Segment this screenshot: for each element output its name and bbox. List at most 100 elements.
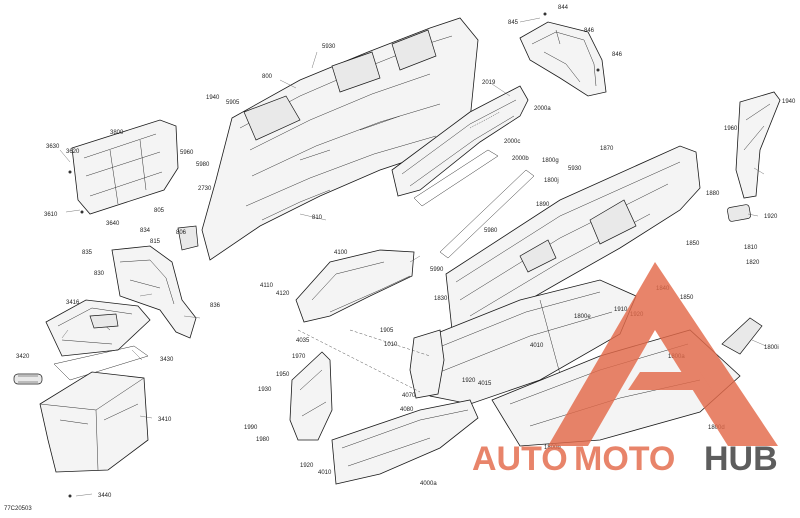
callout-835: 835 bbox=[82, 250, 93, 256]
callout-4010: 4010 bbox=[530, 343, 544, 349]
callout-3440: 3440 bbox=[98, 493, 112, 499]
callout-4070: 4070 bbox=[402, 393, 416, 399]
callout-845: 845 bbox=[508, 20, 519, 26]
callout-1880: 1880 bbox=[706, 191, 720, 197]
callout-1810: 1810 bbox=[744, 245, 758, 251]
guide-lines bbox=[183, 315, 431, 393]
callout-3430: 3430 bbox=[160, 357, 174, 363]
callout-4100: 4100 bbox=[334, 250, 348, 256]
callout-1820: 1820 bbox=[746, 260, 760, 266]
callout-1850: 1850 bbox=[680, 295, 694, 301]
leader-lines bbox=[59, 17, 767, 497]
callout-3610: 3610 bbox=[44, 212, 58, 218]
callout-1850: 1850 bbox=[686, 241, 700, 247]
callout-5980: 5980 bbox=[196, 162, 210, 168]
callout-2000b: 2000b bbox=[512, 156, 529, 162]
callout-5960: 5960 bbox=[180, 150, 194, 156]
gasket-2000c bbox=[413, 149, 499, 207]
callout-2000a: 2000a bbox=[534, 106, 551, 112]
callout-1800i: 1800i bbox=[764, 345, 779, 351]
side-bracket-830 bbox=[111, 225, 199, 339]
callout-4010: 4010 bbox=[318, 470, 332, 476]
callout-806: 806 bbox=[176, 230, 187, 236]
callout-1940: 1940 bbox=[782, 99, 796, 105]
callout-3640: 3640 bbox=[106, 221, 120, 227]
callout-815: 815 bbox=[150, 239, 161, 245]
callout-1800b: 1800b bbox=[544, 445, 561, 451]
callout-4035: 4035 bbox=[296, 338, 310, 344]
glovebox-bin-3410 bbox=[39, 371, 149, 498]
callout-846: 846 bbox=[612, 52, 623, 58]
callout-830: 830 bbox=[94, 271, 105, 277]
glovebox-lid-panel-3800 bbox=[68, 119, 179, 215]
glovebox-lid-3416 bbox=[45, 299, 151, 357]
callout-846: 846 bbox=[584, 28, 595, 34]
callout-805: 805 bbox=[154, 208, 165, 214]
callout-844: 844 bbox=[558, 5, 569, 11]
callout-3420: 3420 bbox=[16, 354, 30, 360]
callout-1800e: 1800e bbox=[574, 314, 591, 320]
watermark-moto: MOTO bbox=[574, 440, 675, 478]
callout-1950: 1950 bbox=[276, 372, 290, 378]
callout-1010: 1010 bbox=[384, 342, 398, 348]
callout-5930: 5930 bbox=[568, 166, 582, 172]
callout-800: 800 bbox=[262, 74, 273, 80]
callout-1920: 1920 bbox=[764, 214, 778, 220]
callout-1970: 1970 bbox=[292, 354, 306, 360]
callout-1920: 1920 bbox=[462, 378, 476, 384]
glovebox-latch-3420 bbox=[13, 373, 43, 385]
callout-1980: 1980 bbox=[256, 437, 270, 443]
diagram-code: 77C20503 bbox=[4, 506, 32, 512]
callout-834: 834 bbox=[140, 228, 151, 234]
watermark-auto: AUTO bbox=[472, 440, 568, 478]
upper-right-bracket bbox=[519, 12, 607, 97]
callout-1930: 1930 bbox=[258, 387, 272, 393]
callout-5990: 5990 bbox=[430, 267, 444, 273]
callout-4000a: 4000a bbox=[420, 481, 437, 487]
glovebox-seal-3430 bbox=[53, 345, 149, 381]
callout-2000c: 2000c bbox=[504, 139, 520, 145]
callout-3416: 3416 bbox=[66, 300, 80, 306]
callout-3410: 3410 bbox=[158, 417, 172, 423]
callout-1940: 1940 bbox=[206, 95, 220, 101]
callout-1890: 1890 bbox=[536, 202, 550, 208]
callout-1870: 1870 bbox=[600, 146, 614, 152]
callout-1800g: 1800g bbox=[542, 158, 559, 164]
callout-5980: 5980 bbox=[484, 228, 498, 234]
callout-3630: 3630 bbox=[46, 144, 60, 150]
callout-4120: 4120 bbox=[276, 291, 290, 297]
callout-2730: 2730 bbox=[198, 186, 212, 192]
callout-3800: 3800 bbox=[110, 130, 124, 136]
callout-1920: 1920 bbox=[300, 463, 314, 469]
callout-1800d: 1800d bbox=[708, 425, 725, 431]
callout-4015: 4015 bbox=[478, 381, 492, 387]
air-duct-4100 bbox=[295, 249, 415, 323]
callout-1960: 1960 bbox=[724, 126, 738, 132]
callout-810: 810 bbox=[312, 215, 323, 221]
callout-2019: 2019 bbox=[482, 80, 496, 86]
storage-frame-2000a bbox=[391, 85, 529, 197]
callout-836: 836 bbox=[210, 303, 221, 309]
watermark-hub: HUB bbox=[704, 440, 778, 478]
gasket-1800g bbox=[439, 169, 535, 259]
right-clip-1800e bbox=[721, 317, 763, 355]
callout-1830: 1830 bbox=[434, 296, 448, 302]
callout-3620: 3620 bbox=[66, 149, 80, 155]
right-side-trim-1960 bbox=[735, 91, 781, 199]
watermark-triangle-icon bbox=[548, 262, 778, 446]
callout-labels: 845 844 846 846 5930 800 2019 2000a 1940… bbox=[16, 5, 796, 499]
callout-5930: 5930 bbox=[322, 44, 336, 50]
callout-1800j: 1800j bbox=[544, 178, 559, 184]
callout-4080: 4080 bbox=[400, 407, 414, 413]
support-post-1830 bbox=[409, 329, 445, 399]
dashboard-panel-800 bbox=[201, 17, 479, 261]
callout-1905: 1905 bbox=[380, 328, 394, 334]
callout-1910: 1910 bbox=[614, 307, 628, 313]
callout-4110: 4110 bbox=[260, 283, 274, 289]
callout-1990: 1990 bbox=[244, 425, 258, 431]
side-panel-1950 bbox=[289, 351, 333, 441]
callout-5905: 5905 bbox=[226, 100, 240, 106]
right-insert-1920 bbox=[727, 204, 751, 222]
